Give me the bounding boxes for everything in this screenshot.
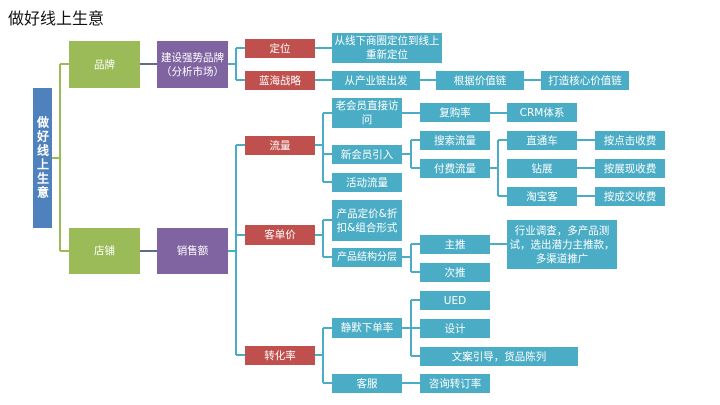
node-positioning: 定位 [245, 39, 315, 58]
node-positioning-detail: 从线下商圈定位到线上重新定位 [332, 33, 442, 63]
node-paid-traffic: 付费流量 [420, 159, 490, 178]
node-secondary-push: 次推 [420, 263, 490, 282]
node-fee-click: 按点击收费 [595, 131, 665, 150]
node-new-members: 新会员引入 [332, 145, 402, 164]
node-customer-service: 客服 [332, 374, 402, 393]
node-value-chain: 根据价值链 [436, 71, 524, 90]
node-main-push-detail: 行业调查，多产品测试，选出潜力主推款，多渠道推广 [507, 220, 617, 269]
level1-connector [140, 63, 157, 252]
node-search-traffic: 搜索流量 [420, 131, 490, 150]
node-old-members: 老会员直接访问 [332, 98, 402, 128]
node-silent-order: 静默下单率 [332, 318, 402, 338]
node-conversion: 转化率 [245, 346, 315, 365]
branch-connectors [228, 47, 595, 384]
node-zhitongche: 直通车 [507, 131, 577, 150]
page-title: 做好线上生意 [8, 9, 105, 28]
node-sales: 销售额 [157, 228, 228, 274]
node-repurchase: 复购率 [420, 103, 490, 122]
node-brand: 品牌 [69, 41, 140, 88]
node-taobaoke: 淘宝客 [507, 187, 577, 206]
node-fee-deal: 按成交收费 [595, 187, 665, 206]
node-activity-traffic: 活动流量 [332, 173, 402, 192]
node-main-push: 主推 [420, 235, 490, 254]
node-design: 设计 [420, 319, 490, 338]
node-build-brand: 建设强势品牌（分析市场） [157, 41, 228, 88]
node-inquiry-conversion: 咨询转订率 [420, 374, 490, 393]
node-core-value-chain: 打造核心价值链 [541, 71, 629, 90]
node-fee-impression: 按展现收费 [595, 159, 665, 178]
node-store: 店铺 [69, 228, 140, 274]
node-ued: UED [420, 291, 490, 310]
node-zuanzhan: 钻展 [507, 159, 577, 178]
node-industry-chain: 从产业链出发 [332, 71, 420, 90]
node-aov: 客单价 [245, 225, 315, 245]
node-crm: CRM体系 [507, 103, 577, 122]
node-traffic: 流量 [245, 136, 315, 155]
root-node: 做好线上生意 [33, 88, 52, 228]
root-connector [52, 63, 69, 252]
node-product-structure: 产品结构分层 [332, 248, 402, 267]
node-blue-ocean: 蓝海战略 [245, 71, 315, 90]
node-pricing: 产品定价&折扣&组合形式 [332, 200, 402, 241]
node-copywriting: 文案引导，货品陈列 [420, 347, 578, 366]
